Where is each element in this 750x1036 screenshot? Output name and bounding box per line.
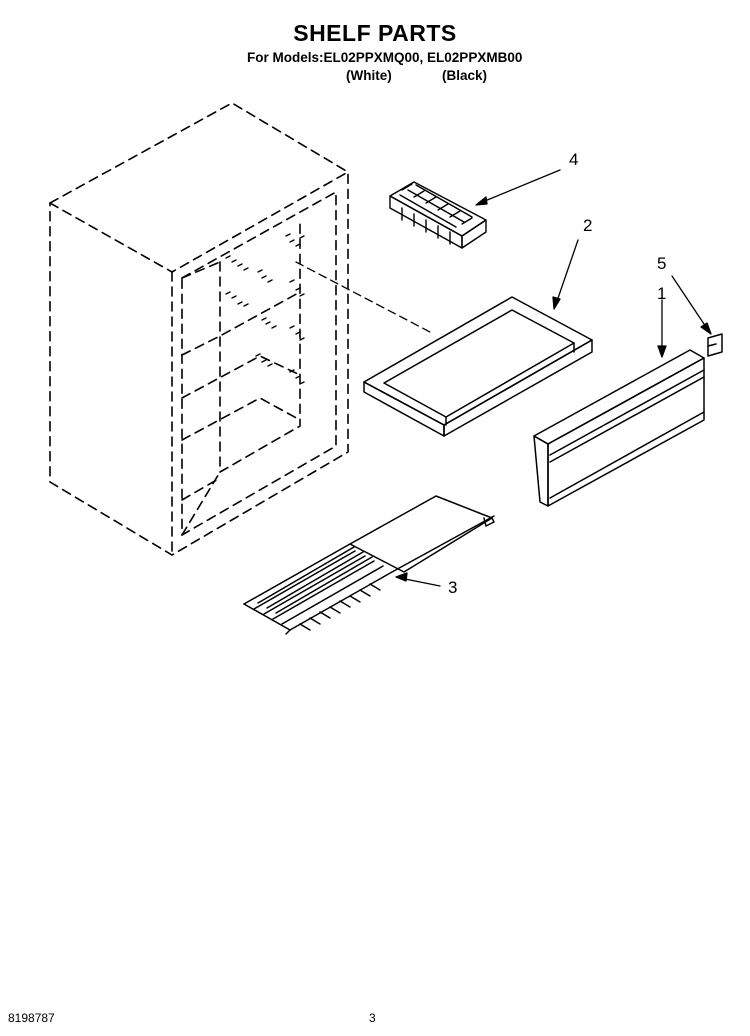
callout-part-5: 5: [657, 254, 667, 273]
variant-black-label: (Black): [442, 68, 488, 83]
callout-part-4: 4: [569, 150, 579, 169]
cabinet-outline: [49, 102, 349, 556]
variant-white-label: (White): [346, 68, 392, 83]
callout-part-3: 3: [448, 578, 458, 597]
ice-cube-tray: [389, 181, 487, 249]
leader-arrows: [395, 169, 712, 587]
crisper-cover: [533, 349, 705, 507]
document-number: 8198787: [8, 1011, 55, 1025]
callout-part-1: 1: [657, 284, 667, 303]
shelf-support-slots: [225, 233, 305, 385]
page-title: SHELF PARTS: [293, 20, 457, 46]
page-number: 3: [369, 1011, 376, 1025]
models-line: For Models:EL02PPXMQ00, EL02PPXMB00: [247, 50, 523, 65]
tray-position-leader: [295, 261, 431, 333]
shelf-clip: [707, 333, 723, 357]
shelf-tray: [363, 296, 593, 437]
callout-part-2: 2: [583, 216, 593, 235]
wire-shelf: [243, 495, 495, 635]
